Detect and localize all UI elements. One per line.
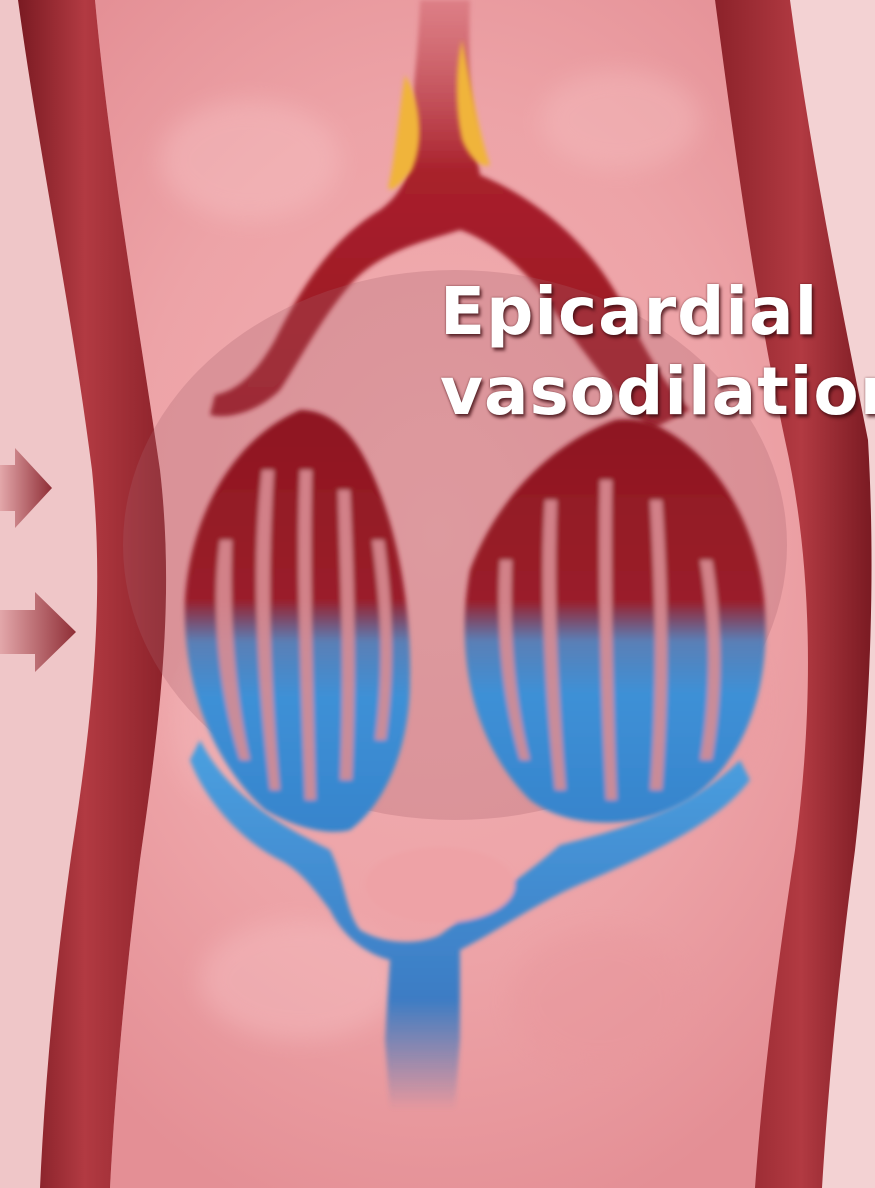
label-line-2: vasodilation bbox=[440, 352, 860, 432]
epicardial-vasodilation-label: Epicardial vasodilation bbox=[440, 272, 860, 432]
label-line-1: Epicardial bbox=[440, 272, 860, 352]
